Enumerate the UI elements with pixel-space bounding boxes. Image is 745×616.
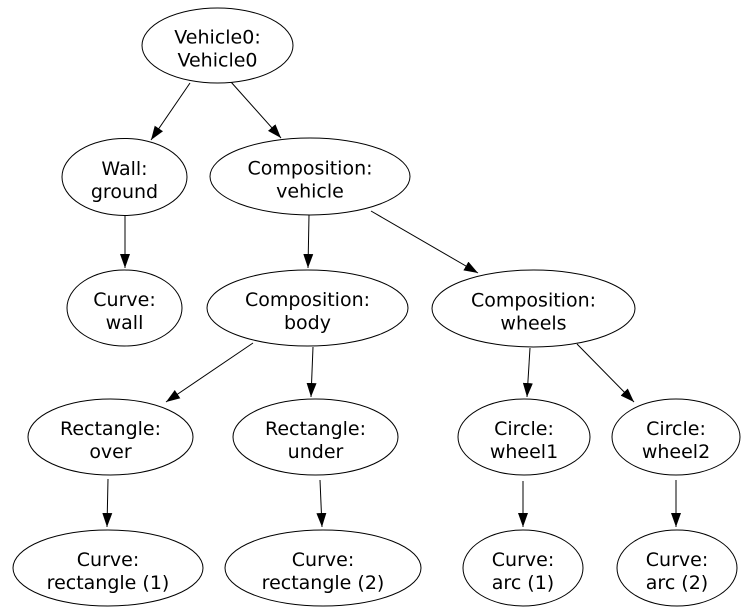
edge-vehicle0-composition-vehicle	[230, 81, 282, 139]
node-label-line1: Curve:	[492, 549, 554, 571]
edge-composition-vehicle-composition-body	[303, 214, 314, 269]
node-ellipse	[141, 7, 294, 84]
edge-composition-body-rectangle-under	[306, 346, 317, 398]
node-wall-ground: Wall: ground	[61, 138, 188, 216]
edge-composition-wheels-circle-wheel1	[522, 347, 533, 398]
node-label-line2: ground	[91, 181, 158, 203]
node-label-line1: Composition:	[245, 289, 370, 311]
edge-composition-body-rectangle-over	[165, 342, 254, 403]
node-rectangle-under: Rectangle: under	[232, 398, 399, 476]
node-label-line2: under	[288, 441, 344, 463]
node-ellipse	[66, 269, 183, 347]
node-curve-wall: Curve: wall	[66, 269, 183, 347]
node-label-line1: Circle:	[646, 418, 706, 440]
node-label-line1: Composition:	[247, 158, 372, 180]
node-rectangle-over: Rectangle: over	[27, 398, 194, 476]
node-label-line1: Circle:	[494, 418, 554, 440]
node-label-line1: Wall:	[101, 158, 147, 180]
node-label-line1: Rectangle:	[60, 418, 161, 440]
node-ellipse	[232, 398, 399, 476]
node-ellipse	[431, 269, 636, 348]
node-label-line1: Curve:	[93, 289, 155, 311]
edge-group	[102, 81, 681, 528]
node-label-line2: body	[284, 312, 331, 334]
node-ellipse	[462, 529, 584, 607]
node-label-line1: Curve:	[292, 549, 354, 571]
edge-composition-wheels-circle-wheel2	[576, 343, 635, 403]
edge-composition-vehicle-composition-wheels	[370, 210, 479, 274]
edge-vehicle0-wall-ground	[150, 82, 191, 141]
node-ellipse	[616, 529, 738, 607]
node-label-line2: arc (1)	[492, 572, 554, 594]
node-ellipse	[457, 398, 591, 476]
node-composition-vehicle: Composition: vehicle	[209, 137, 411, 216]
node-vehicle0: Vehicle0: Vehicle0	[141, 7, 294, 84]
node-ellipse	[206, 269, 409, 347]
node-label-line2: over	[89, 441, 132, 463]
node-label-line1: Composition:	[471, 290, 596, 312]
node-label-line2: vehicle	[276, 181, 344, 203]
node-label-line2: rectangle (2)	[262, 572, 385, 594]
node-label-line2: Vehicle0	[177, 50, 257, 72]
edge-rectangle-over-curve-rectangle1	[102, 478, 113, 528]
node-label-line1: Curve:	[646, 549, 708, 571]
node-label-line1: Vehicle0:	[174, 27, 260, 49]
node-label-line2: arc (2)	[646, 572, 708, 594]
node-composition-body: Composition: body	[206, 269, 409, 347]
node-label-line2: wall	[106, 312, 144, 334]
node-ellipse	[27, 398, 194, 476]
node-label-line2: rectangle (1)	[47, 572, 170, 594]
node-curve-arc2: Curve: arc (2)	[616, 529, 738, 607]
edge-rectangle-under-curve-rectangle2	[316, 479, 327, 528]
node-ellipse	[209, 137, 411, 216]
node-curve-rectangle2: Curve: rectangle (2)	[224, 529, 422, 607]
node-label-line1: Curve:	[77, 549, 139, 571]
node-ellipse	[224, 529, 422, 607]
node-curve-rectangle1: Curve: rectangle (1)	[12, 529, 204, 607]
node-ellipse	[61, 138, 188, 216]
node-label-line2: wheels	[500, 313, 566, 335]
node-circle-wheel1: Circle: wheel1	[457, 398, 591, 476]
node-ellipse	[611, 398, 741, 476]
node-circle-wheel2: Circle: wheel2	[611, 398, 741, 476]
node-label-line2: wheel2	[642, 441, 710, 463]
node-label-line1: Rectangle:	[265, 418, 366, 440]
node-ellipse	[12, 529, 204, 607]
node-label-line2: wheel1	[490, 441, 558, 463]
node-composition-wheels: Composition: wheels	[431, 269, 636, 348]
node-curve-arc1: Curve: arc (1)	[462, 529, 584, 607]
